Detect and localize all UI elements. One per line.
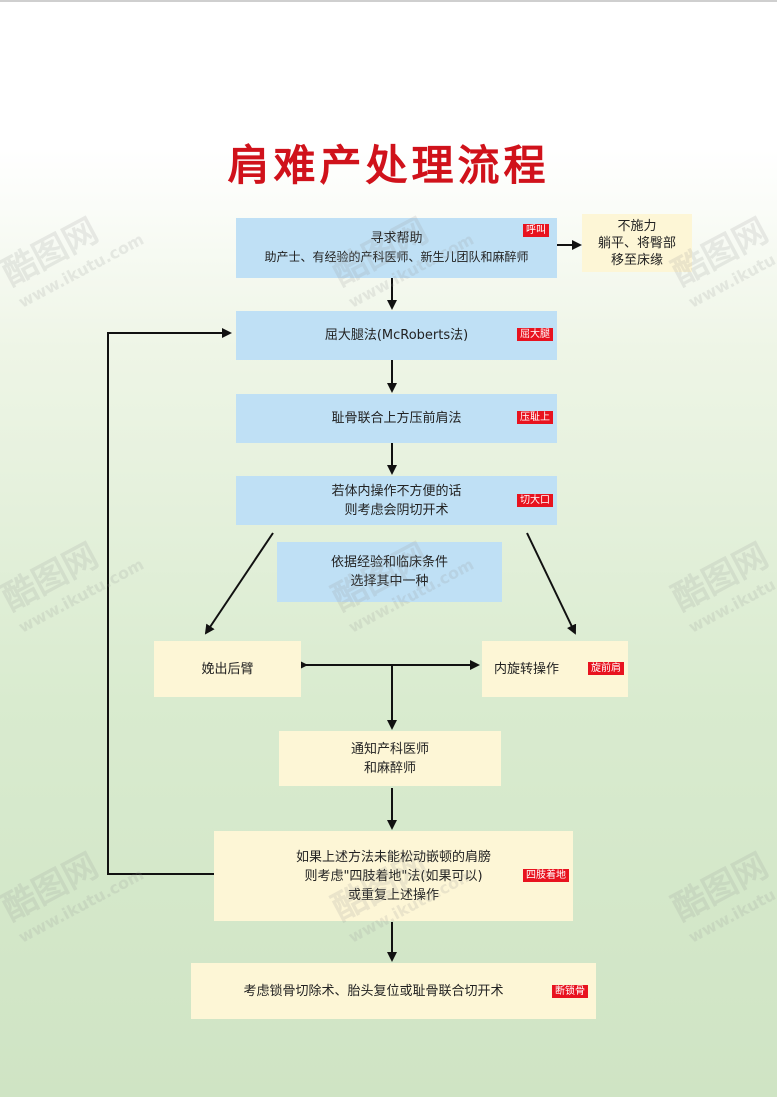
mcroberts-label: 屈大腿法(McRoberts法) bbox=[324, 328, 469, 343]
all-fours-line2: 则考虑"四肢着地"法(如果可以) bbox=[304, 868, 483, 884]
episiotomy-line2: 则考虑会阴切开术 bbox=[344, 502, 449, 518]
posterior-arm-label: 娩出后臂 bbox=[201, 661, 254, 677]
tag-all-fours: 四肢着地 bbox=[523, 869, 569, 882]
all-fours-line3: 或重复上述操作 bbox=[347, 887, 439, 903]
page-title: 肩难产处理流程 bbox=[227, 141, 550, 190]
choose-line2: 选择其中一种 bbox=[350, 574, 429, 589]
choose-line1: 依据经验和临床条件 bbox=[330, 555, 448, 570]
notify-line2: 和麻醉师 bbox=[363, 760, 416, 776]
tag-suprapubic: 压耻上 bbox=[517, 411, 553, 424]
tag-rotate-shoulder: 旋前肩 bbox=[588, 662, 624, 675]
seek-help-title: 寻求帮助 bbox=[370, 231, 423, 246]
top-border bbox=[0, 0, 777, 2]
posterior-arm-box: 娩出后臂 bbox=[154, 641, 301, 697]
mcroberts-box: 屈大腿法(McRoberts法) 屈大腿 bbox=[236, 311, 557, 360]
episiotomy-box: 若体内操作不方便的话 则考虑会阴切开术 切大口 bbox=[236, 476, 557, 525]
seek-help-detail: 助产士、有经验的产科医师、新生儿团队和麻醉师 bbox=[264, 250, 529, 264]
final-label: 考虑锁骨切除术、胎头复位或耻骨联合切开术 bbox=[243, 983, 504, 999]
episiotomy-line1: 若体内操作不方便的话 bbox=[331, 483, 462, 499]
tag-call: 呼叫 bbox=[523, 224, 549, 237]
notify-line1: 通知产科医师 bbox=[350, 741, 429, 757]
tag-big-cut: 切大口 bbox=[517, 494, 553, 507]
all-fours-line1: 如果上述方法未能松动嵌顿的肩膀 bbox=[295, 849, 491, 865]
tag-break-clavicle: 断锁骨 bbox=[552, 985, 588, 998]
rotation-box: 内旋转操作 旋前肩 bbox=[482, 641, 628, 697]
loop-back-arrow bbox=[107, 328, 232, 875]
suprapubic-label: 耻骨联合上方压前肩法 bbox=[331, 411, 462, 426]
arrow-to-posterior-arm bbox=[204, 532, 274, 635]
choose-box: 依据经验和临床条件 选择其中一种 bbox=[277, 542, 502, 602]
all-fours-box: 如果上述方法未能松动嵌顿的肩膀 则考虑"四肢着地"法(如果可以) 或重复上述操作… bbox=[214, 831, 573, 921]
arrow-to-rotation bbox=[526, 532, 577, 635]
notify-box: 通知产科医师 和麻醉师 bbox=[279, 731, 501, 786]
rotation-label: 内旋转操作 bbox=[494, 661, 560, 677]
seek-help-box: 寻求帮助 助产士、有经验的产科医师、新生儿团队和麻醉师 呼叫 bbox=[236, 218, 557, 278]
no-force-line3: 移至床缘 bbox=[610, 252, 663, 268]
no-force-line1: 不施力 bbox=[617, 218, 657, 234]
tag-flex-thigh: 屈大腿 bbox=[517, 328, 553, 341]
no-force-line2: 躺平、将臀部 bbox=[597, 235, 676, 251]
no-force-box: 不施力 躺平、将臀部 移至床缘 bbox=[582, 214, 692, 272]
final-box: 考虑锁骨切除术、胎头复位或耻骨联合切开术 断锁骨 bbox=[191, 963, 596, 1019]
suprapubic-box: 耻骨联合上方压前肩法 压耻上 bbox=[236, 394, 557, 443]
